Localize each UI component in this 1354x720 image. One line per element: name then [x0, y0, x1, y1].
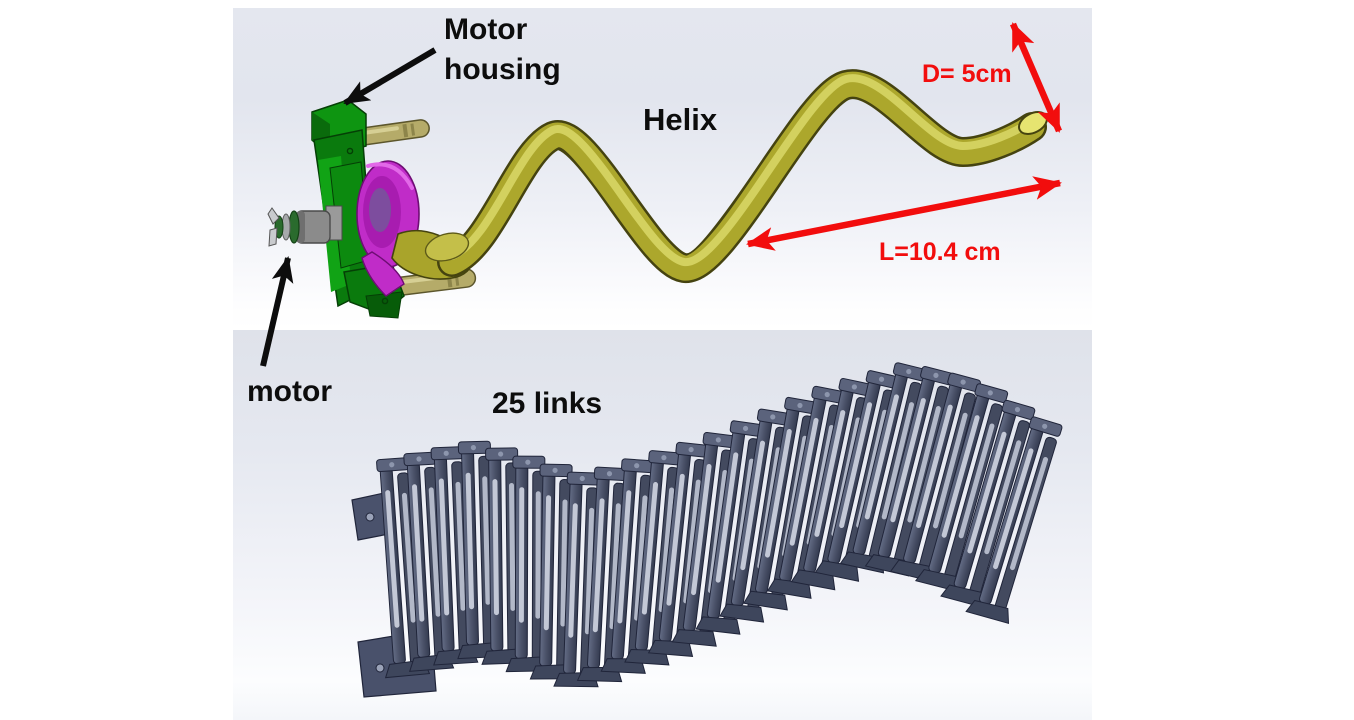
- motor-assembly-3d: [260, 22, 1062, 367]
- motor-arrow: [260, 256, 294, 367]
- motor-label: motor: [247, 375, 332, 408]
- length-dimension-arrow: [746, 176, 1062, 251]
- helix-label: Helix: [643, 102, 718, 137]
- chain-link: [965, 416, 1063, 624]
- diameter-label: D= 5cm: [922, 60, 1012, 88]
- length-label: L=10.4 cm: [879, 238, 1001, 266]
- motor-3d: [267, 205, 343, 247]
- motor-housing-arrow: [343, 47, 437, 106]
- motor-housing-label: Motor housing: [444, 13, 561, 87]
- chain-link: [914, 383, 1009, 593]
- chain-link: [940, 399, 1036, 609]
- links-count-label: 25 links: [492, 387, 603, 420]
- chain-link: [839, 362, 927, 574]
- link-chain-3d: [351, 362, 1063, 698]
- diameter-dimension-arrow: [1010, 22, 1062, 133]
- helix-tube-highlight: [448, 74, 1036, 266]
- chain-link: [647, 441, 709, 657]
